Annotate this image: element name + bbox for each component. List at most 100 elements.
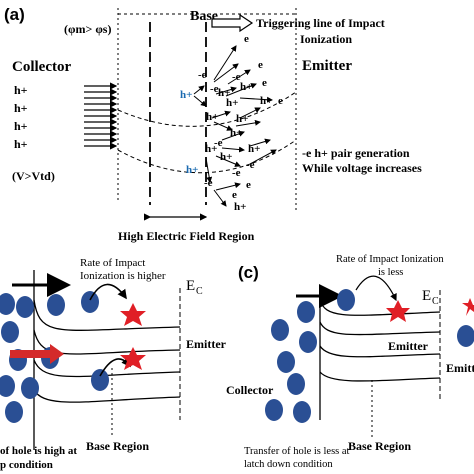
rate-b-line-2: Ionization is higher	[80, 270, 166, 282]
ec-label-b: E	[186, 278, 195, 294]
carrier-path-arrow	[249, 138, 271, 147]
electron-carrier: -e	[246, 159, 255, 171]
field-region-label: High Electric Field Region	[118, 229, 255, 243]
pair-generation-2: While voltage increases	[302, 161, 422, 175]
hole-icon	[271, 319, 289, 341]
hole-icon	[265, 399, 283, 421]
hole-icon	[1, 321, 19, 343]
hole-icon	[457, 325, 474, 347]
hole-icon	[81, 291, 99, 313]
carrier-path-arrow	[193, 95, 207, 107]
ec-sub-b: C	[196, 286, 203, 297]
holes-c	[265, 289, 474, 423]
carrier-path-arrow	[215, 182, 241, 191]
collector-holes: h+ h+ h+ h+	[14, 83, 28, 151]
hole-carrier: h+	[180, 89, 192, 101]
collector-label: Collector	[12, 59, 71, 75]
hole-icon	[277, 351, 295, 373]
electron-carrier: -e	[214, 137, 223, 149]
ec-sub-c: C	[432, 296, 439, 307]
panel-b: Rate of Impact Ionization is higher E C …	[0, 257, 227, 471]
carrier-path-arrow	[221, 130, 245, 141]
ionization-arc-b1	[89, 283, 127, 301]
hole-icon	[16, 296, 34, 318]
collector-label-c: Collector	[226, 383, 274, 397]
carrier-path-arrow	[221, 146, 245, 153]
electron-carrier: -e	[232, 71, 241, 83]
hole-carrier: h+	[260, 95, 272, 107]
electron-carrier: e	[258, 59, 263, 71]
hole-icon	[0, 375, 15, 397]
emitter-label-c: Emitter	[388, 339, 429, 353]
hole-carrier: h+	[236, 113, 248, 125]
trigger-line-1: Triggering line of Impact	[256, 16, 385, 30]
hole-icon	[0, 293, 15, 315]
transfer-b-1: of hole is high at	[0, 445, 77, 457]
transfer-c-1: Transfer of hole is less at	[244, 446, 350, 457]
electron-carrier: -e	[198, 69, 207, 81]
hole-carrier: h+	[240, 81, 252, 93]
hole-icon	[293, 401, 311, 423]
hole-icon	[337, 289, 355, 311]
emitter-label: Emitter	[302, 58, 352, 74]
hole-carrier: h+	[226, 97, 238, 109]
panel-a-label: (a)	[4, 5, 25, 24]
hole-label: h+	[14, 137, 28, 151]
carrier-path-arrow	[213, 63, 239, 83]
carrier-path-arrow	[239, 107, 261, 119]
phi-condition: (φm> φs)	[64, 22, 111, 36]
emitter-label-b: Emitter	[186, 337, 227, 351]
panel-c: (c) Rate of Impact Ionization is less E …	[226, 254, 474, 470]
electron-carrier: e	[278, 95, 283, 107]
electron-carrier: -e	[210, 83, 219, 95]
electron-carrier: -e	[204, 177, 213, 189]
ionization-star-icon	[120, 303, 146, 326]
hole-icon	[47, 294, 65, 316]
band-curves-b	[33, 299, 181, 403]
depletion-curve-upper	[117, 91, 297, 127]
carrier-path-arrow	[211, 110, 231, 119]
hole-icon	[21, 377, 39, 399]
hole-icon	[287, 373, 305, 395]
electron-carrier: e	[246, 179, 251, 191]
rate-c-line-1: Rate of Impact Ionization	[336, 254, 444, 265]
trigger-arrow-icon	[211, 13, 254, 33]
hole-carrier: h+	[220, 151, 232, 163]
hole-label: h+	[14, 119, 28, 133]
electron-carrier: -e	[232, 167, 241, 179]
carrier-path-arrow	[239, 96, 273, 103]
hole-label: h+	[14, 83, 28, 97]
transfer-b-2: p condition	[0, 459, 53, 471]
carrier-path-arrow	[205, 157, 213, 183]
carrier-path-arrow	[213, 45, 237, 81]
hole-carrier: h+	[234, 201, 246, 213]
carrier-path-arrow	[225, 83, 257, 97]
emitter-label-c-cut: Emitter	[446, 361, 474, 375]
hole-label: h+	[14, 101, 28, 115]
base-label: Base	[190, 9, 218, 24]
panel-c-label: (c)	[238, 263, 259, 282]
hole-carrier: h+	[205, 143, 217, 155]
panel-c-label-box	[236, 260, 262, 282]
carrier-path-arrow	[249, 149, 277, 165]
base-region-c: Base Region	[348, 439, 411, 453]
hole-icon	[299, 331, 317, 353]
electron-carrier: e	[244, 33, 249, 45]
carrier-path-arrow	[213, 189, 227, 207]
carrier-path-arrow	[215, 155, 241, 167]
collector-arrows	[84, 82, 118, 150]
electron-carrier: e	[262, 77, 267, 89]
hole-icon	[91, 369, 109, 391]
hole-carrier: h+	[206, 111, 218, 123]
ionization-arc-c	[355, 275, 397, 302]
pair-generation-1: -e h+ pair generation	[302, 146, 410, 160]
hole-carrier: h+	[186, 164, 198, 176]
ionization-star-icon	[120, 347, 146, 370]
carrier-path-arrow	[193, 85, 205, 95]
voltage-condition: (V>Vtd)	[12, 169, 55, 183]
panel-a: (a) Base (φm> φs) Triggering line of Imp…	[4, 5, 422, 243]
hole-icon	[297, 301, 315, 323]
carrier-path-arrow	[227, 69, 251, 85]
